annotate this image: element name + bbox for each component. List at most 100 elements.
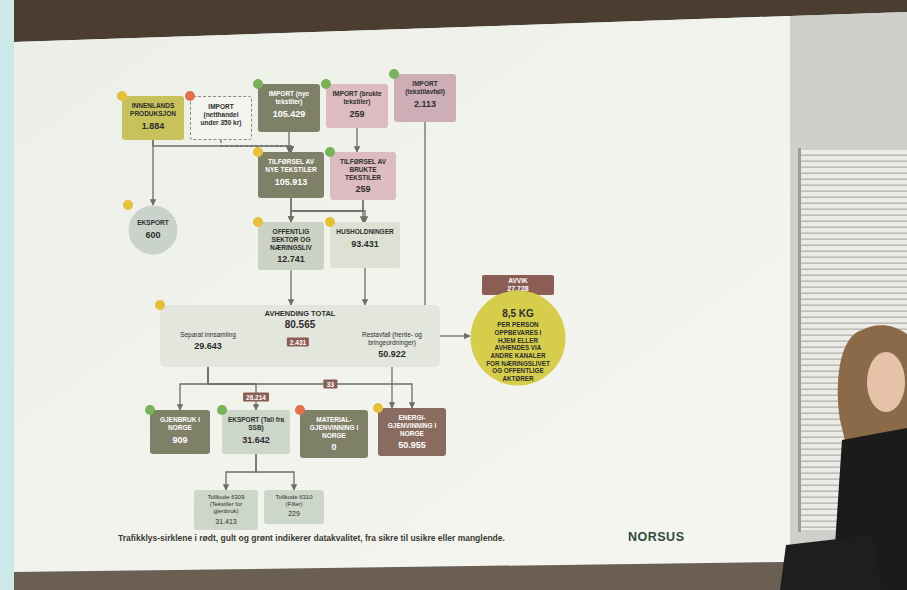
node-heading: INNENLANDS PRODUKSJON	[126, 102, 180, 118]
node-heading: IMPORT (netthandel under 350 kr)	[195, 103, 247, 126]
node-value: 31.413	[197, 518, 255, 526]
node-heading: Tollkode 6309 (Tekstiler for gjenbruk)	[197, 494, 255, 516]
flow-box: HUSHOLDNINGER 93.431	[330, 222, 400, 268]
flow-arrow	[356, 128, 357, 152]
laptop	[780, 535, 882, 590]
node-heading: GJENBRUK I NORGE	[154, 416, 206, 432]
node-heading: ENERGI-GJENVINNING I NORGE	[382, 414, 442, 437]
flow-value-tag: 33	[324, 380, 337, 389]
status-dot	[325, 217, 335, 227]
circle-fill	[471, 291, 566, 386]
flow-arrow	[153, 140, 291, 152]
customs-code-box: Tollkode 6310 (Filler) 229	[264, 490, 324, 524]
status-dot	[253, 217, 263, 227]
status-dot	[123, 200, 133, 210]
company-logo: NORSUS	[628, 530, 684, 544]
status-dot	[117, 91, 127, 101]
total-band: AVHENDING TOTAL80.565Separat innsamling 2…	[160, 305, 440, 367]
flow-box: EKSPORT (Tall fra SSB) 31.642	[222, 410, 290, 454]
status-dot	[155, 300, 165, 310]
flow-box: OFFENTLIG SEKTOR OG NÆRINGSLIV12.741	[258, 222, 324, 270]
status-dot	[321, 79, 331, 89]
flow-box: IMPORT (nye tekstiler) 105.429	[258, 84, 320, 132]
node-value: 105.913	[262, 177, 320, 188]
customs-code-box: Tollkode 6309 (Tekstiler for gjenbruk) 31…	[194, 490, 258, 530]
node-heading: TILFØRSEL AV BRUKTE TEKSTILER	[334, 158, 392, 181]
flow-arrow	[288, 132, 289, 152]
status-dot	[145, 405, 155, 415]
node-value: 12.741	[262, 254, 320, 265]
status-dot	[253, 147, 263, 157]
status-dot	[325, 147, 335, 157]
flow-box: IMPORT (tekstilavfall) 2.113	[394, 74, 456, 122]
node-value: 50.922	[352, 349, 432, 360]
node-heading: AVHENDING TOTAL	[160, 309, 440, 318]
node-value: 229	[267, 510, 321, 518]
node-heading: TILFØRSEL AV NYE TEKSTILER	[262, 158, 320, 174]
screen-bottom	[14, 562, 790, 590]
node-value: 80.565	[160, 319, 440, 331]
flow-arrow	[362, 200, 363, 222]
node-value: 259	[330, 109, 384, 120]
deviation-circle: 8,5 KGPER PERSON OPPBEVARES I HJEM ELLER…	[470, 290, 566, 386]
node-heading: EKSPORT	[132, 219, 174, 227]
circle-fill	[129, 206, 178, 255]
status-dot	[373, 403, 383, 413]
flow-value-tag: 2.431	[287, 338, 309, 347]
status-dot	[253, 79, 263, 89]
node-heading: Separat innsamling	[172, 331, 244, 339]
flow-arrow	[226, 454, 256, 490]
node-value: 909	[154, 435, 206, 446]
status-dot	[389, 69, 399, 79]
node-value: 105.429	[262, 109, 316, 120]
node-heading: IMPORT (nye tekstiler)	[262, 90, 316, 106]
sub-flow-box: Separat innsamling 29.643	[170, 329, 246, 355]
node-value: 259	[334, 184, 392, 195]
flow-arrow	[152, 140, 153, 205]
flow-box: GJENBRUK I NORGE 909	[150, 410, 210, 454]
flow-arrow	[391, 361, 392, 408]
node-value: 2.113	[398, 99, 452, 110]
node-heading: Restavfall (hente- og bringeordninger)	[352, 331, 432, 347]
node-heading: EKSPORT (Tall fra SSB)	[226, 416, 286, 432]
flow-arrow	[256, 454, 294, 490]
node-value: 31.642	[226, 435, 286, 446]
flow-circle: EKSPORT 600	[128, 205, 178, 255]
flow-arrow	[440, 335, 470, 336]
flow-box: MATERIAL-GJENVINNING I NORGE0	[300, 410, 368, 458]
flow-box: IMPORT (brukte tekstiler) 259	[326, 84, 388, 128]
node-heading: Tollkode 6310 (Filler)	[267, 494, 321, 508]
flow-box: TILFØRSEL AV BRUKTE TEKSTILER 259	[330, 152, 396, 200]
node-heading: IMPORT (tekstilavfall)	[398, 80, 452, 96]
dashed-flow-box: IMPORT (netthandel under 350 kr)	[190, 96, 252, 140]
status-dot	[295, 405, 305, 415]
flow-box: TILFØRSEL AV NYE TEKSTILER 105.913	[258, 152, 324, 198]
text-group: 8,5 KGPER PERSON OPPBEVARES I HJEM ELLER…	[485, 308, 550, 382]
sub-flow-box: Restavfall (hente- og bringeordninger) 50…	[350, 329, 434, 361]
flow-arrow	[424, 122, 425, 329]
node-value: 93.431	[334, 239, 396, 250]
node-heading: IMPORT (brukte tekstiler)	[330, 90, 384, 106]
status-dot	[217, 405, 227, 415]
node-value: 29.643	[172, 341, 244, 352]
flow-box: ENERGI-GJENVINNING I NORGE 50.955	[378, 408, 446, 456]
node-value: 600	[132, 230, 174, 241]
presenter-face	[867, 352, 905, 412]
slide-caption: Trafikklys-sirklene i rødt, gult og grøn…	[118, 533, 608, 543]
node-value: 50.955	[382, 440, 442, 451]
node-value: 0	[304, 442, 364, 453]
flow-arrow	[290, 270, 291, 305]
wall	[790, 12, 907, 590]
node-value: PER PERSON OPPBEVARES I HJEM ELLER AVHEN…	[485, 321, 550, 382]
projection-screen	[14, 16, 790, 572]
text-group: EKSPORT 600	[132, 219, 174, 241]
text-group: AVHENDING TOTAL80.565	[160, 309, 440, 331]
node-heading: HUSHOLDNINGER	[334, 228, 396, 236]
flow-arrow	[364, 268, 365, 305]
node-heading: AVVIK	[485, 277, 551, 285]
node-value: 1.884	[126, 121, 180, 132]
status-dot	[185, 91, 195, 101]
flow-box: INNENLANDS PRODUKSJON 1.884	[122, 96, 184, 140]
